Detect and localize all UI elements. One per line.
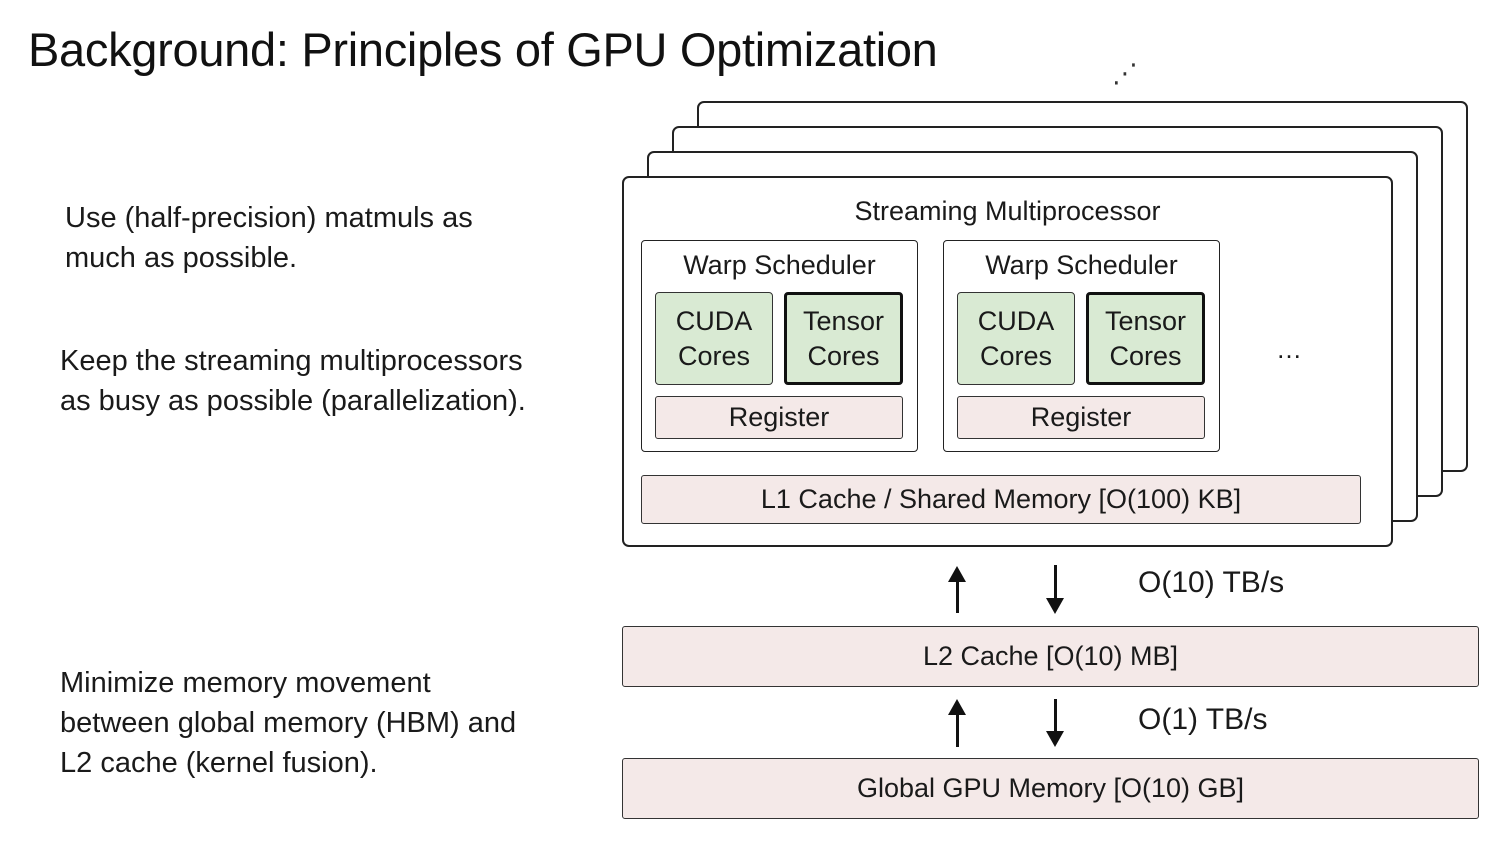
principle-line: Use (half-precision) matmuls as bbox=[65, 202, 473, 234]
warp-scheduler-ellipsis: … bbox=[1276, 334, 1302, 364]
principle-parallelization: Keep the streaming multiprocessors as bu… bbox=[60, 341, 526, 421]
bandwidth-l1-l2: O(10) TB/s bbox=[1138, 566, 1285, 599]
warp-scheduler-label: Warp Scheduler bbox=[985, 250, 1178, 280]
cuda-cores-line: Cores bbox=[677, 340, 751, 371]
global-memory-bar: Global GPU Memory [O(10) GB] bbox=[622, 758, 1479, 819]
principle-line: Minimize memory movement bbox=[60, 667, 431, 699]
principle-line: between global memory (HBM) and bbox=[60, 707, 517, 739]
tensor-cores-line: Cores bbox=[1109, 340, 1182, 371]
cuda-cores: CUDA Cores bbox=[957, 292, 1075, 385]
register: Register bbox=[655, 396, 903, 439]
principle-matmul: Use (half-precision) matmuls as much as … bbox=[65, 198, 473, 278]
sm-label: Streaming Multiprocessor bbox=[854, 196, 1161, 226]
page-title: Background: Principles of GPU Optimizati… bbox=[28, 23, 938, 76]
tensor-cores: Tensor Cores bbox=[1086, 292, 1205, 385]
l1-cache-bar: L1 Cache / Shared Memory [O(100) KB] bbox=[641, 475, 1361, 524]
tensor-cores-line: Tensor bbox=[1104, 305, 1187, 336]
principle-line: much as possible. bbox=[65, 242, 298, 274]
principle-line: Keep the streaming multiprocessors bbox=[60, 345, 523, 377]
tensor-cores-line: Tensor bbox=[802, 305, 885, 336]
cuda-cores: CUDA Cores bbox=[655, 292, 773, 385]
cuda-cores-line: CUDA bbox=[675, 305, 753, 336]
warp-scheduler-label: Warp Scheduler bbox=[683, 250, 876, 280]
principle-line: as busy as possible (parallelization). bbox=[60, 385, 526, 417]
cuda-cores-line: Cores bbox=[979, 340, 1053, 371]
sm-stack-ellipsis: ⋰ bbox=[1112, 58, 1138, 88]
l2-cache-bar: L2 Cache [O(10) MB] bbox=[622, 626, 1479, 687]
cuda-cores-line: CUDA bbox=[977, 305, 1055, 336]
bandwidth-l2-hbm: O(1) TB/s bbox=[1138, 703, 1268, 736]
register: Register bbox=[957, 396, 1205, 439]
principle-line: L2 cache (kernel fusion). bbox=[60, 747, 378, 779]
tensor-cores-line: Cores bbox=[807, 340, 880, 371]
tensor-cores: Tensor Cores bbox=[784, 292, 903, 385]
principle-kernel-fusion: Minimize memory movement between global … bbox=[60, 663, 516, 783]
